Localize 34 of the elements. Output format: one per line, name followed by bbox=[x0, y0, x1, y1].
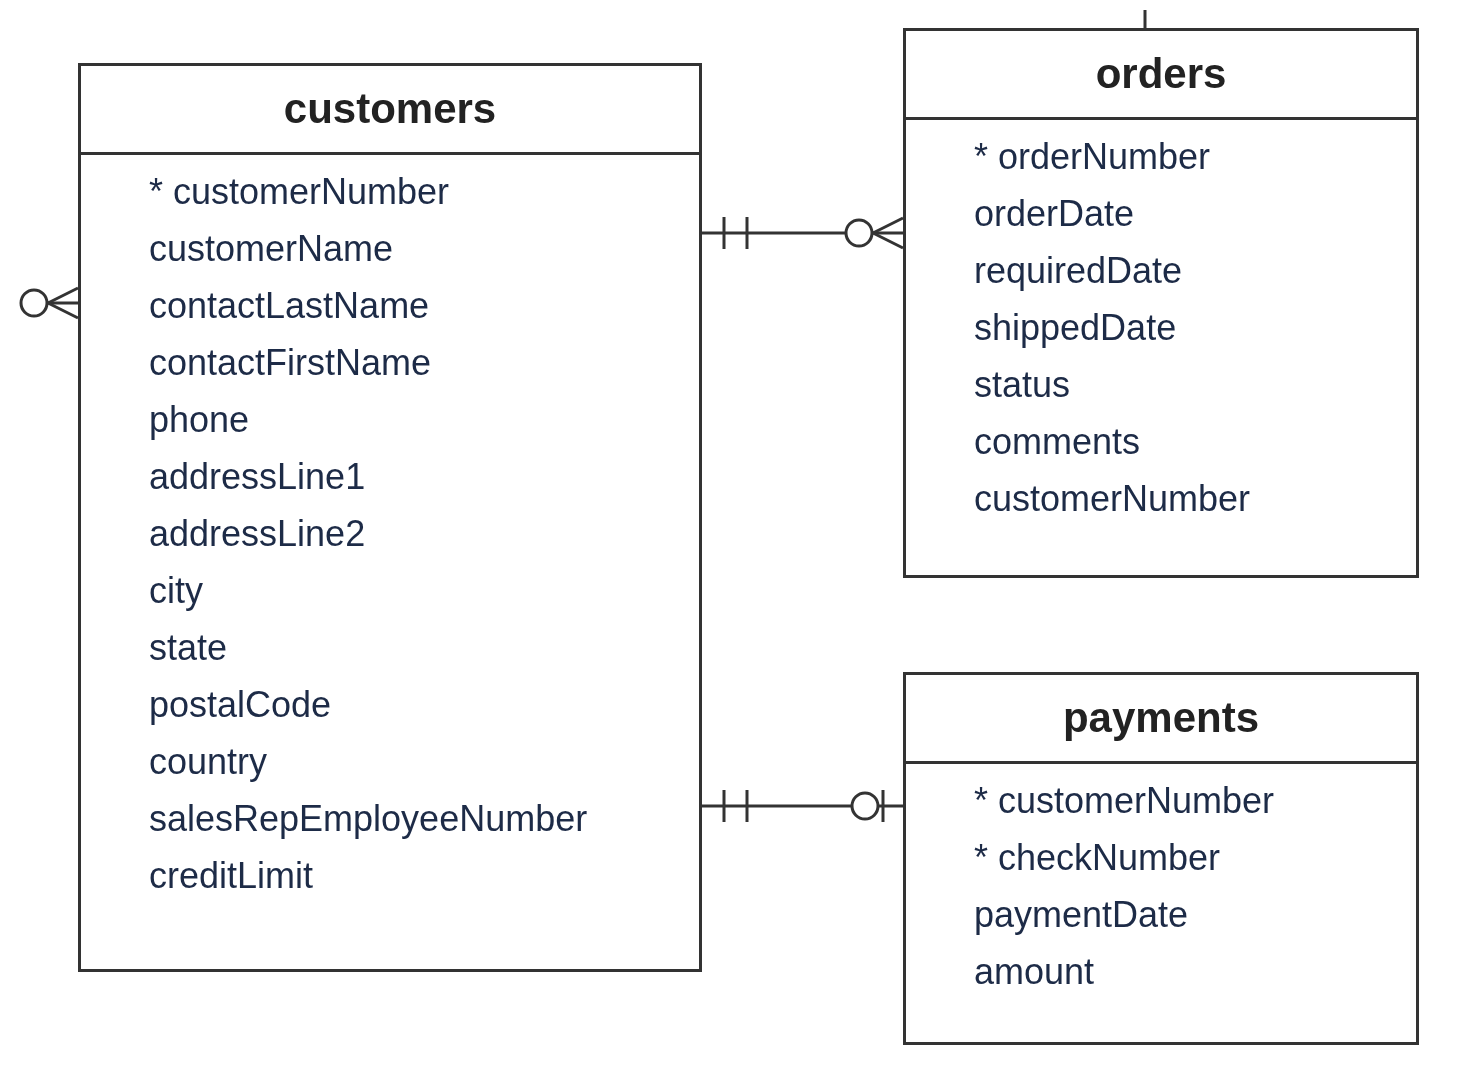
attribute-name: state bbox=[149, 626, 228, 670]
entity-name: payments bbox=[1062, 694, 1260, 742]
relationship-line bbox=[702, 788, 903, 824]
attribute-name: * customerNumber bbox=[149, 170, 450, 214]
attribute-name: amount bbox=[974, 950, 1095, 994]
entity-name: customers bbox=[283, 85, 497, 133]
attribute-name: customerName bbox=[149, 227, 394, 271]
attribute-name: status bbox=[974, 363, 1071, 407]
entity-table bbox=[903, 672, 1419, 1045]
attribute-name: comments bbox=[974, 420, 1141, 464]
attribute-name: creditLimit bbox=[149, 854, 314, 898]
attribute-name: orderDate bbox=[974, 192, 1135, 236]
attribute-name: * orderNumber bbox=[974, 135, 1211, 179]
attribute-name: contactFirstName bbox=[149, 341, 432, 385]
relationship-line bbox=[1143, 10, 1147, 28]
attribute-name: * customerNumber bbox=[974, 779, 1275, 823]
attribute-name: addressLine2 bbox=[149, 512, 366, 556]
attribute-name: salesRepEmployeeNumber bbox=[149, 797, 588, 841]
attribute-name: city bbox=[149, 569, 203, 613]
attribute-name: contactLastName bbox=[149, 284, 430, 328]
attribute-name: postalCode bbox=[149, 683, 332, 727]
entity-name: orders bbox=[1095, 50, 1227, 98]
relationship-line bbox=[702, 215, 905, 251]
entity-table bbox=[903, 28, 1419, 578]
attribute-name: requiredDate bbox=[974, 249, 1183, 293]
relationship-line bbox=[19, 286, 80, 320]
attribute-name: shippedDate bbox=[974, 306, 1177, 350]
attribute-name: addressLine1 bbox=[149, 455, 366, 499]
attribute-name: country bbox=[149, 740, 268, 784]
attribute-name: customerNumber bbox=[974, 477, 1251, 521]
attribute-name: phone bbox=[149, 398, 250, 442]
attribute-name: paymentDate bbox=[974, 893, 1189, 937]
attribute-name: * checkNumber bbox=[974, 836, 1221, 880]
entity-table bbox=[78, 63, 702, 972]
